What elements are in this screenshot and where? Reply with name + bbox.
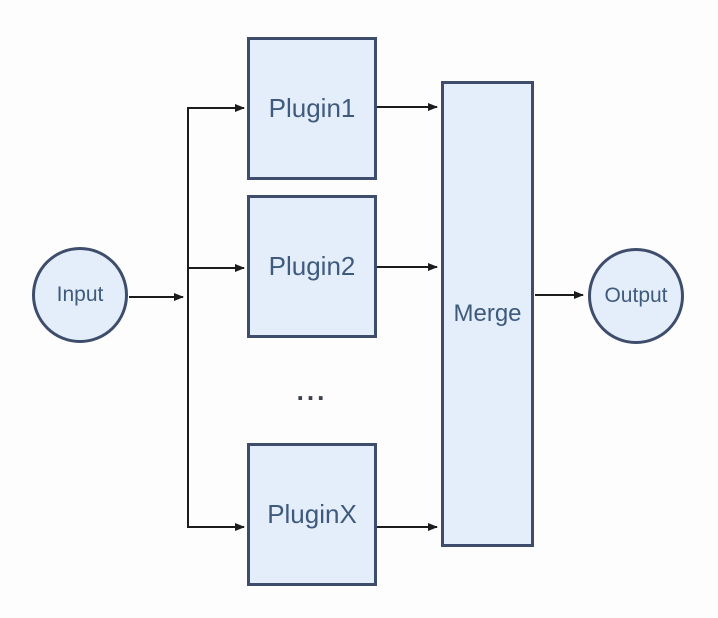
node-plugin1: Plugin1 bbox=[247, 37, 377, 180]
node-merge-label: Merge bbox=[453, 300, 522, 327]
node-pluginx: PluginX bbox=[247, 443, 377, 586]
node-plugin2: Plugin2 bbox=[247, 195, 377, 338]
node-input-label: Input bbox=[56, 283, 104, 306]
node-merge: Merge bbox=[441, 81, 534, 547]
node-plugin2-label: Plugin2 bbox=[268, 251, 356, 281]
node-output-label: Output bbox=[604, 284, 668, 307]
node-input: Input bbox=[32, 247, 128, 343]
node-pluginx-label: PluginX bbox=[267, 499, 357, 529]
node-output: Output bbox=[588, 248, 684, 344]
plugins-ellipsis: ... bbox=[296, 376, 328, 406]
node-plugin1-label: Plugin1 bbox=[268, 93, 356, 123]
